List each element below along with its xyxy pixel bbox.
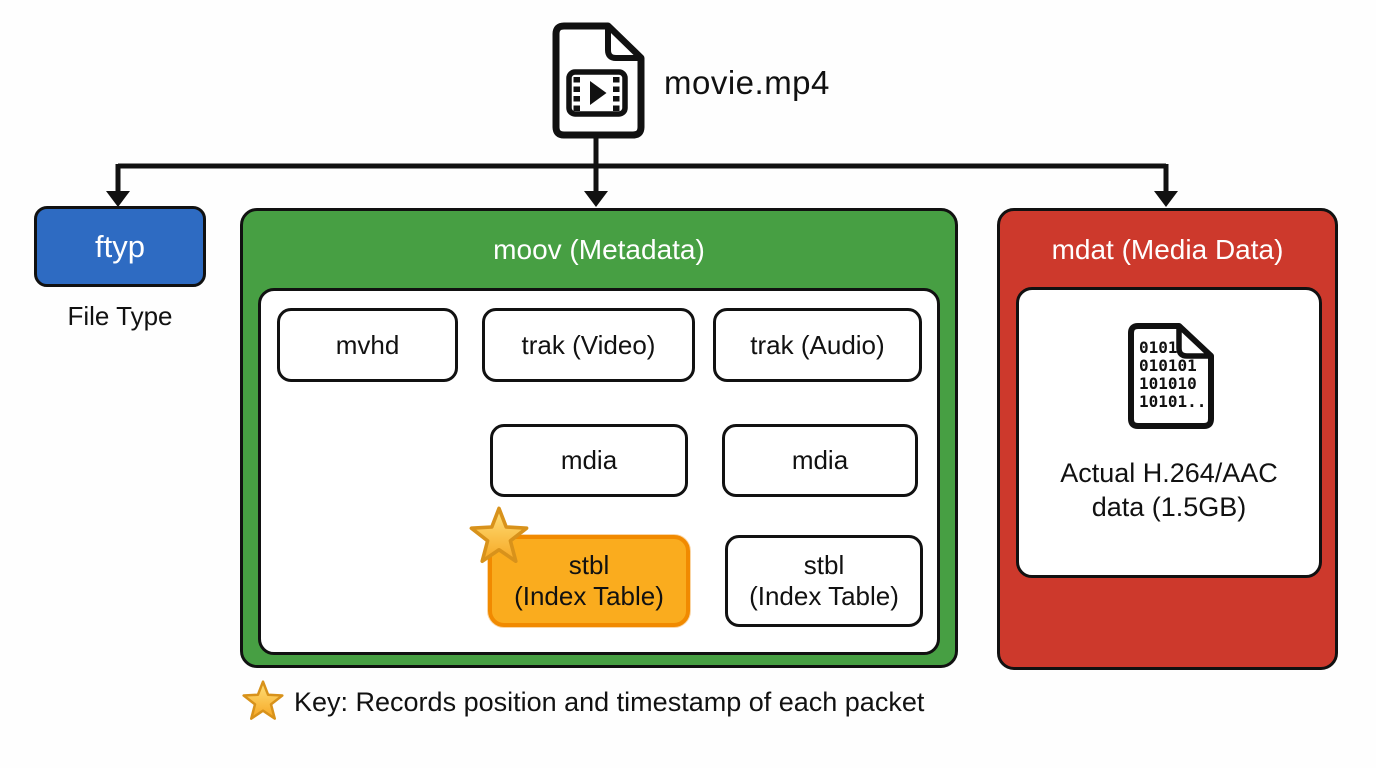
star-icon [469,506,529,563]
binary-line: 010101 [1139,356,1197,375]
moov-header: moov (Metadata) [493,234,705,265]
ftyp-caption: File Type [67,301,173,331]
binary-file-icon: 0101 010101 101010 10101... [1128,323,1215,429]
mvhd-label: mvhd [335,329,400,360]
mdat-caption: Actual H.264/AAC data (1.5GB) [1060,456,1278,524]
ftyp-box: ftyp [34,206,206,287]
trak-video-box: trak (Video) [482,308,695,382]
stbl-video-label-line2: (Index Table) [514,581,664,611]
mdia-video-label: mdia [560,445,618,475]
file-name-label: movie.mp4 [664,64,830,101]
stbl-audio-label-line2: (Index Table) [749,581,899,611]
binary-line: 10101... [1139,392,1215,411]
binary-line: 101010 [1139,374,1197,393]
stbl-audio-label-line1: stbl [803,550,845,580]
mdia-video-box: mdia [490,424,688,497]
stbl-video-box-highlighted: stbl (Index Table) [488,535,690,627]
stbl-video-label-line1: stbl [568,550,610,580]
trak-audio-box: trak (Audio) [713,308,922,382]
mvhd-box: mvhd [277,308,458,382]
mdat-header: mdat (Media Data) [1051,233,1284,265]
mdat-caption-line2: data (1.5GB) [1091,492,1247,522]
mdat-inner-panel: 0101 010101 101010 10101... Actual H.264… [1016,287,1322,578]
legend-text: Key: Records position and timestamp of e… [294,687,925,717]
trak-audio-label: trak (Audio) [750,329,885,360]
mdia-audio-label: mdia [791,445,849,475]
stbl-audio-box: stbl (Index Table) [725,535,923,627]
mdat-box: mdat (Media Data) 0101 010101 101010 101… [997,208,1338,670]
mdia-audio-box: mdia [722,424,918,497]
star-icon [242,680,284,720]
video-file-icon [552,22,645,139]
trak-video-label: trak (Video) [521,329,656,360]
mdat-caption-line1: Actual H.264/AAC [1060,458,1278,488]
binary-line: 0101 [1139,338,1178,357]
ftyp-label: ftyp [95,228,145,264]
